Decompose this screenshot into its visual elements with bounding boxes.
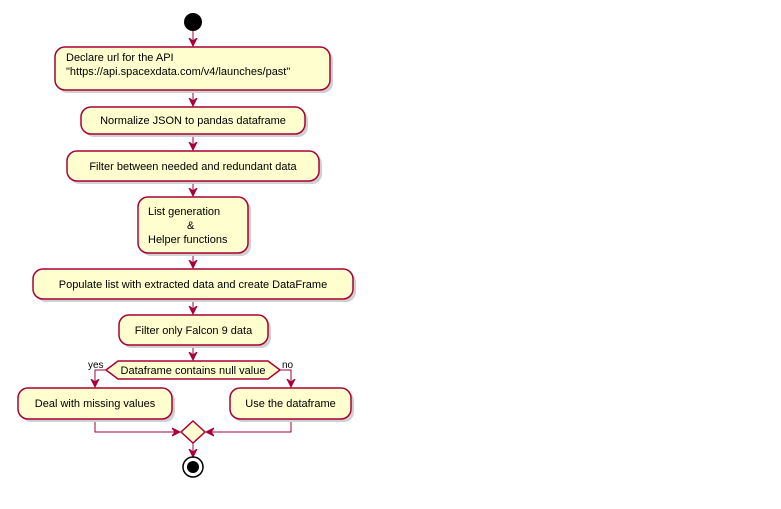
node-filter-falcon9: Filter only Falcon 9 data	[118, 314, 271, 348]
node-text-line: "https://api.spacexdata.com/v4/launches/…	[66, 66, 290, 78]
node-text-line: Deal with missing values	[35, 398, 156, 410]
node-text-line: &	[187, 220, 195, 232]
node-declare-url: Declare url for the API "https://api.spac…	[54, 46, 333, 93]
node-box	[66, 150, 320, 182]
node-box	[229, 387, 352, 420]
merge-diamond	[179, 419, 207, 445]
node-normalize-json: Normalize JSON to pandas dataframe	[80, 106, 308, 137]
node-box	[118, 314, 269, 346]
decision-null-check: Dataframe contains null value	[104, 360, 282, 380]
start-node	[184, 13, 202, 31]
node-text-line: Filter between needed and redundant data	[89, 161, 297, 173]
no-branch-label: no	[282, 360, 294, 371]
node-box	[137, 196, 249, 254]
node-box	[32, 268, 354, 300]
node-text-line: Use the dataframe	[245, 398, 336, 410]
node-text-line: Normalize JSON to pandas dataframe	[100, 115, 286, 127]
end-node	[182, 456, 204, 478]
node-text-line: Declare url for the API	[66, 52, 174, 64]
node-text-line: Filter only Falcon 9 data	[135, 325, 253, 337]
activity-nodes: Declare url for the API "https://api.spac…	[17, 46, 356, 422]
yes-branch-label: yes	[88, 360, 104, 371]
node-text-line: List generation	[148, 206, 220, 218]
node-deal-missing: Deal with missing values	[17, 387, 175, 422]
decision-label: Dataframe contains null value	[121, 365, 266, 377]
node-box	[17, 387, 173, 420]
node-box	[80, 106, 306, 135]
node-list-generation: List generation & Helper functions	[137, 196, 251, 256]
node-populate-list: Populate list with extracted data and cr…	[32, 268, 356, 302]
node-filter-data: Filter between needed and redundant data	[66, 150, 322, 184]
node-text-line: Populate list with extracted data and cr…	[59, 279, 327, 291]
node-use-dataframe: Use the dataframe	[229, 387, 354, 422]
node-text-line: Helper functions	[148, 234, 228, 246]
node-box	[54, 46, 331, 91]
